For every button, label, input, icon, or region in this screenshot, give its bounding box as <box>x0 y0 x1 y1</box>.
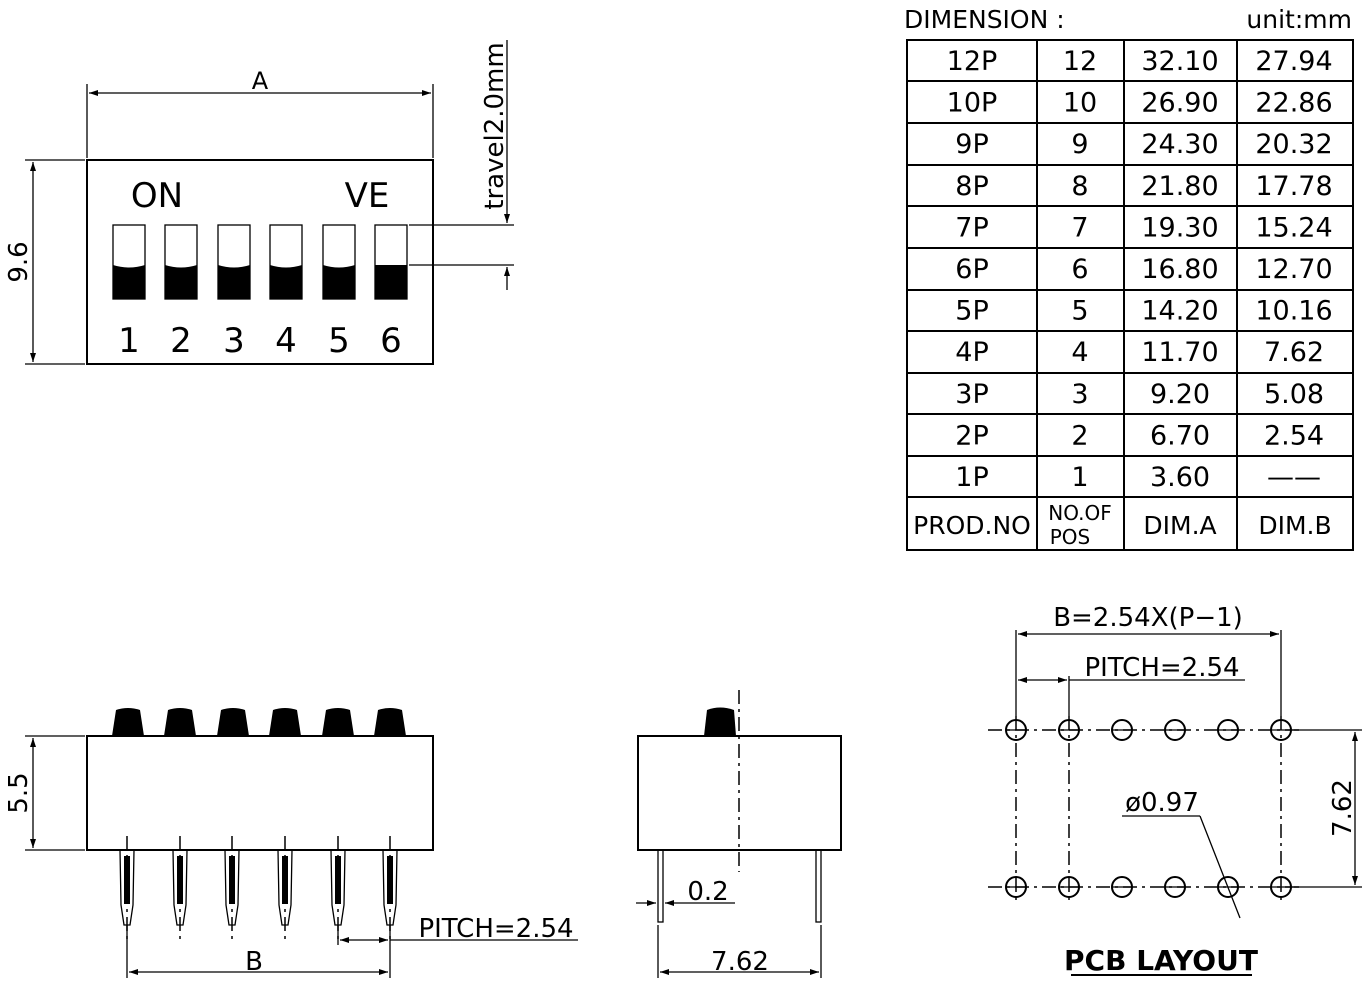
table-cell: 1P <box>955 462 988 493</box>
table-cell: 2P <box>955 420 988 451</box>
table-cell: 19.30 <box>1141 212 1218 243</box>
pcb-layout-title: PCB LAYOUT <box>1064 944 1258 977</box>
table-cell: 6.70 <box>1150 420 1210 451</box>
front-pins <box>119 836 398 940</box>
table-cell: 10.16 <box>1255 296 1332 327</box>
switch-body-outline <box>86 159 434 365</box>
height-label: 9.6 <box>4 241 34 282</box>
table-cell: 9.20 <box>1150 379 1210 410</box>
switch-number: 4 <box>275 321 297 361</box>
pcb-pitch-label: PITCH=2.54 <box>1084 653 1239 683</box>
front-pin <box>224 836 240 940</box>
table-cell: 10 <box>1063 88 1097 119</box>
switch-number: 1 <box>118 321 140 361</box>
table-title: DIMENSION : <box>904 5 1065 34</box>
table-cell: 12 <box>1063 46 1097 77</box>
on-label: ON <box>131 176 183 216</box>
table-cell: 6P <box>955 254 988 285</box>
table-cell: 17.78 <box>1255 171 1332 202</box>
front-pin <box>172 836 188 940</box>
table-cell: 9P <box>955 129 988 160</box>
table-cell: 7.62 <box>1264 337 1324 368</box>
table-cell: 7 <box>1071 212 1088 243</box>
table-cell: 12.70 <box>1255 254 1332 285</box>
actuator-5 <box>322 224 356 300</box>
table-cell: 3P <box>955 379 988 410</box>
table-cell: 5.08 <box>1264 379 1324 410</box>
front-view: 5.5 B PITCH=2.54 <box>4 708 578 978</box>
table-cell: 10P <box>947 88 998 119</box>
ve-label: VE <box>345 176 390 216</box>
table-cell: 5 <box>1071 296 1088 327</box>
header-dim-b: DIM.B <box>1258 511 1331 540</box>
pcb-holes <box>1005 719 1292 898</box>
table-cell: 14.20 <box>1141 296 1218 327</box>
front-pin <box>119 836 135 940</box>
table-cell: 12P <box>947 46 998 77</box>
actuator-6 <box>374 224 408 300</box>
actuator-4 <box>269 224 303 300</box>
table-cell: 6 <box>1071 254 1088 285</box>
switch-number: 3 <box>223 321 245 361</box>
travel-label: travel2.0mm <box>480 42 510 209</box>
table-cell: 3.60 <box>1150 462 1210 493</box>
unit-label: unit:mm <box>1246 5 1352 34</box>
actuator-1 <box>112 224 146 300</box>
front-pin <box>277 836 293 940</box>
switch-number: 2 <box>170 321 192 361</box>
front-pin <box>382 836 398 940</box>
table-cell: 1 <box>1071 462 1088 493</box>
switch-number: 6 <box>380 321 402 361</box>
table-cell: 2.54 <box>1264 420 1324 451</box>
table-cell: 15.24 <box>1255 212 1332 243</box>
table-cell: 4P <box>955 337 988 368</box>
b-formula-label: B=2.54X(P−1) <box>1053 603 1243 633</box>
table-cell: 7P <box>955 212 988 243</box>
pin-thickness-label: 0.2 <box>687 877 728 907</box>
table-cell: 4 <box>1071 337 1088 368</box>
front-pin <box>330 836 346 940</box>
front-pitch-label: PITCH=2.54 <box>418 914 573 944</box>
side-width-label: 7.62 <box>711 947 769 977</box>
header-no-of-pos-line1: NO.OF <box>1048 501 1112 525</box>
table-grid <box>907 40 1353 550</box>
actuator-3 <box>217 224 251 300</box>
table-cell: 9 <box>1071 129 1088 160</box>
header-prod-no: PROD.NO <box>913 511 1031 540</box>
table-cell: 2 <box>1071 420 1088 451</box>
pcb-layout: B=2.54X(P−1) PITCH=2.54 7.62 ø0.97 PCB L… <box>988 603 1362 977</box>
table-cell: 8 <box>1071 171 1088 202</box>
table-cell: —— <box>1267 462 1321 493</box>
table-cell: 27.94 <box>1255 46 1332 77</box>
table-cell: 24.30 <box>1141 129 1218 160</box>
dim-a-label: A <box>252 67 269 95</box>
side-view: 0.2 7.62 <box>636 690 842 978</box>
front-body-outline <box>86 735 434 851</box>
table-cell: 20.32 <box>1255 129 1332 160</box>
hole-diameter-label: ø0.97 <box>1125 788 1199 818</box>
actuator-2 <box>164 224 198 300</box>
side-knob <box>704 707 736 736</box>
table-cell: 3 <box>1071 379 1088 410</box>
table-cell: 26.90 <box>1141 88 1218 119</box>
table-cell: 22.86 <box>1255 88 1332 119</box>
table-cell: 5P <box>955 296 988 327</box>
dim-b-label: B <box>245 947 263 977</box>
table-cell: 21.80 <box>1141 171 1218 202</box>
row-spacing-label: 7.62 <box>1328 779 1358 837</box>
switch-number: 5 <box>328 321 350 361</box>
table-cell: 8P <box>955 171 988 202</box>
front-knobs <box>112 708 406 736</box>
front-height-label: 5.5 <box>4 772 34 813</box>
header-dim-a: DIM.A <box>1143 511 1216 540</box>
top-view: A 9.6 ON VE <box>4 40 514 365</box>
table-cell: 32.10 <box>1141 46 1218 77</box>
table-cell: 11.70 <box>1141 337 1218 368</box>
table-cell: 16.80 <box>1141 254 1218 285</box>
header-no-of-pos-line2: POS <box>1050 525 1091 549</box>
